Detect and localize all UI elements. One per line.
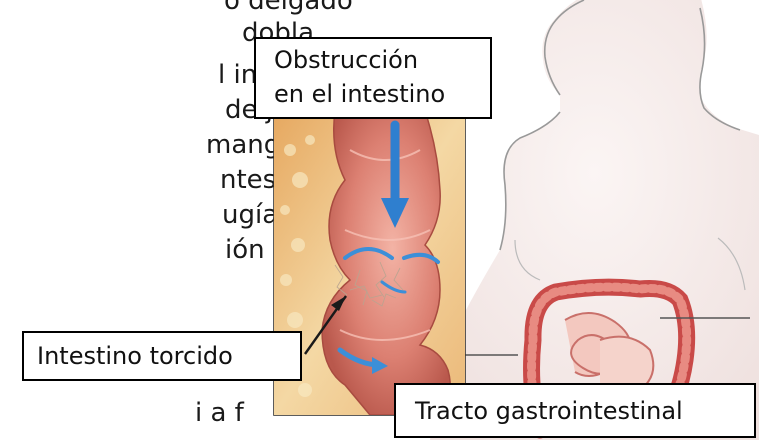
label-intestino-torcido: Intestino torcido	[22, 331, 302, 381]
label-obstruccion-line2: en el intestino	[274, 80, 446, 108]
label-tracto-gastrointestinal: Tracto gastrointestinal	[394, 383, 756, 438]
body-text-line: o delgado	[224, 0, 353, 16]
pointer-arrow	[304, 295, 347, 355]
label-obstruccion: Obstrucción en el intestino	[254, 37, 492, 119]
body-text-line: i a f	[195, 398, 244, 428]
label-obstruccion-line1: Obstrucción	[274, 46, 419, 74]
body-text-line: ugía	[222, 200, 279, 230]
obstruction-closeup	[274, 111, 465, 415]
